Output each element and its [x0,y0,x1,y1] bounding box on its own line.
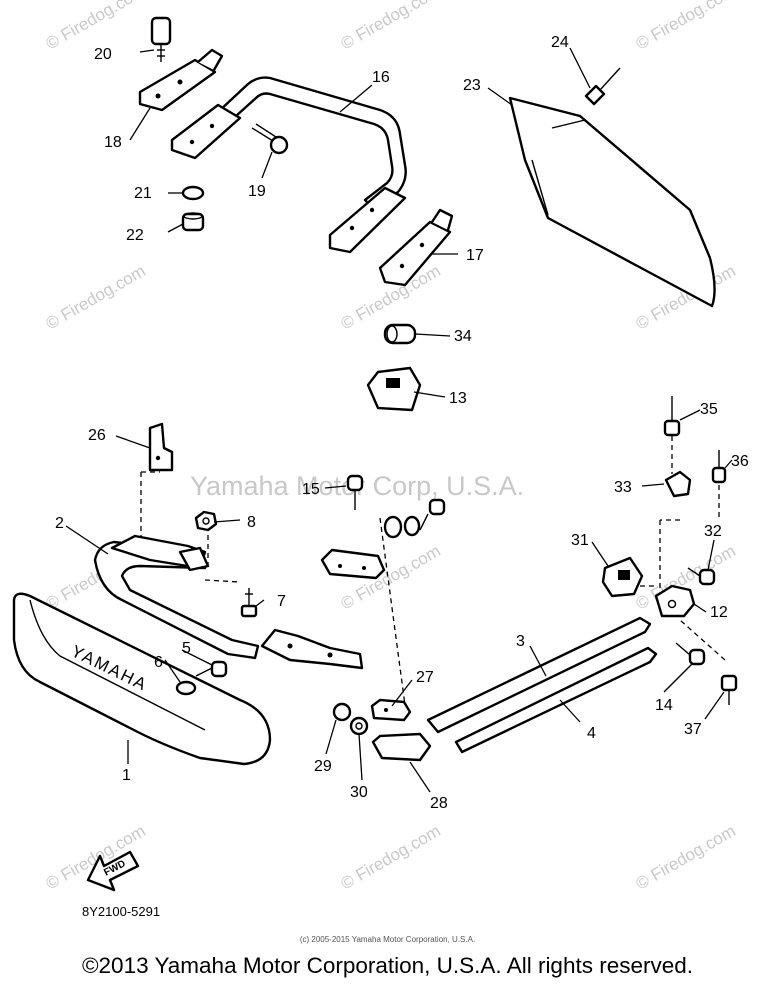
part-8-nut [194,510,218,532]
part-24-rivet [584,67,621,106]
copyright-notice: ©2013 Yamaha Motor Corporation, U.S.A. A… [81,953,694,978]
part-6-washer [175,680,197,696]
callout-12: 12 [710,604,728,621]
part-27-clip [370,698,412,722]
small-credit: (c) 2005-2015 Yamaha Motor Corporation, … [299,935,476,944]
callout-24: 24 [551,34,569,51]
part-2-lower-frame [93,534,364,670]
part-18-bracket [138,48,224,112]
part-4-strip [454,646,658,754]
callout-14: 14 [655,697,673,714]
diagram-code: 8Y2100-5291 [82,904,161,919]
callout-29: 29 [314,758,332,775]
callout-labels: 20 18 16 19 21 22 17 23 24 34 13 26 2 8 … [55,34,749,812]
part-14-bolt [675,642,706,666]
part-15-bolt [346,474,364,510]
part-33-grommet [664,470,692,498]
part-22-nut [181,212,205,232]
center-bracket [320,548,386,580]
callout-6: 6 [154,654,163,671]
leader-lines [65,47,733,793]
watermark: © Firedog.com [338,0,444,53]
part-36-rivet [711,450,727,484]
fwd-arrow-icon: FWD [86,850,140,892]
callout-37: 37 [684,721,702,738]
callout-16: 16 [372,69,390,86]
part-1-front-bumper: YAMAHA [12,592,272,766]
part-20-bolt [150,16,172,62]
part-23-panel [508,96,716,308]
washers-and-bolt [383,498,446,539]
callout-36: 36 [731,453,749,470]
part-32-bolt [687,567,716,586]
part-17-bracket [378,208,454,287]
part-21-washer [181,185,205,201]
part-3-strip [426,616,652,734]
callout-34: 34 [454,328,472,345]
callout-22: 22 [126,227,144,244]
part-37-rivet [720,674,738,705]
callout-31: 31 [571,532,589,549]
callout-18: 18 [104,134,122,151]
watermark: © Firedog.com [338,821,444,893]
part-30-washer [349,716,369,736]
part-34-spacer [383,323,417,345]
callout-19: 19 [248,183,266,200]
part-26-bracket [148,422,174,472]
callout-8: 8 [247,514,256,531]
watermark: © Firedog.com [633,821,739,893]
callout-26: 26 [88,427,106,444]
callout-33: 33 [614,479,632,496]
watermark: © Firedog.com [43,261,149,333]
callout-20: 20 [94,46,112,63]
callout-21: 21 [134,185,152,202]
part-13-bracket [366,366,422,412]
callout-32: 32 [704,523,722,540]
callout-30: 30 [350,784,368,801]
callout-5: 5 [182,640,191,657]
callout-35: 35 [700,401,718,418]
part-5-bolt [195,660,228,678]
callout-17: 17 [466,247,484,264]
part-7-bolt [240,588,258,618]
callout-27: 27 [416,669,434,686]
callout-1: 1 [122,767,131,784]
callout-7: 7 [277,593,286,610]
watermark: © Firedog.com [633,0,739,53]
part-16-upper-bar [170,76,407,254]
callout-13: 13 [449,390,467,407]
part-29-grommet [332,702,352,722]
part-28-end-cap [371,732,432,762]
callout-4: 4 [587,725,596,742]
part-19-bolt [251,123,289,155]
callout-15: 15 [302,481,320,498]
part-35-rivet [663,396,681,437]
part-31-clip [601,556,644,598]
callout-23: 23 [463,77,481,94]
callout-3: 3 [516,633,525,650]
callout-2: 2 [55,515,64,532]
callout-28: 28 [430,795,448,812]
